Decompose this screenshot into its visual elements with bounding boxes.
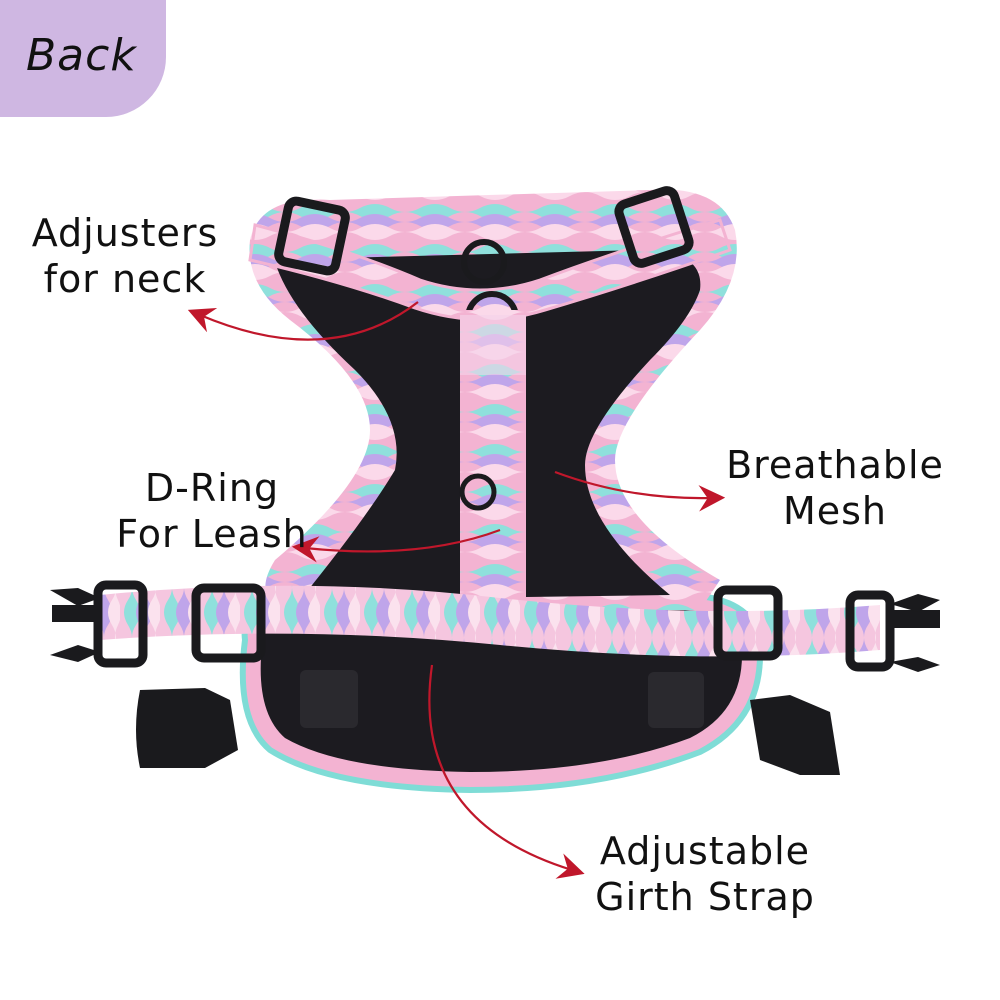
label-breathable-mesh: Breathable Mesh [720, 442, 950, 534]
left-slider [191, 583, 266, 663]
label-line: Mesh [782, 489, 888, 533]
label-line: D-Ring [144, 466, 280, 510]
label-line: Adjusters [31, 211, 219, 255]
left-buckle-female [136, 688, 238, 768]
arrow-girth-strap [428, 664, 585, 879]
label-line: Girth Strap [595, 875, 815, 919]
label-line: for neck [43, 257, 207, 301]
label-line: Adjustable [599, 829, 811, 873]
right-slider [713, 585, 783, 661]
right-buckle-female [750, 695, 840, 775]
arrow-d-ring [291, 528, 501, 563]
view-badge-label: Back [26, 30, 137, 81]
label-neck-adjusters: Adjusters for neck [30, 210, 220, 302]
neck-o-ring [461, 239, 507, 285]
center-strap-sheen [460, 315, 526, 375]
velcro-patch-right [648, 672, 704, 728]
arrow-neck-adjusters [187, 301, 419, 341]
right-buckle-male [845, 590, 940, 672]
label-line: For Leash [116, 512, 308, 556]
left-buckle-male [50, 580, 148, 668]
girth-strap [100, 585, 880, 657]
label-girth-strap: Adjustable Girth Strap [580, 828, 830, 920]
center-strap [460, 310, 526, 630]
d-ring [459, 473, 497, 511]
label-d-ring: D-Ring For Leash [112, 465, 312, 557]
neck-adjuster-right [614, 186, 694, 268]
view-badge: Back [0, 0, 166, 117]
label-line: Breathable [726, 443, 944, 487]
velcro-patch-left [300, 670, 358, 728]
arrow-breathable-mesh [554, 470, 726, 512]
neck-adjuster-left [274, 196, 350, 276]
